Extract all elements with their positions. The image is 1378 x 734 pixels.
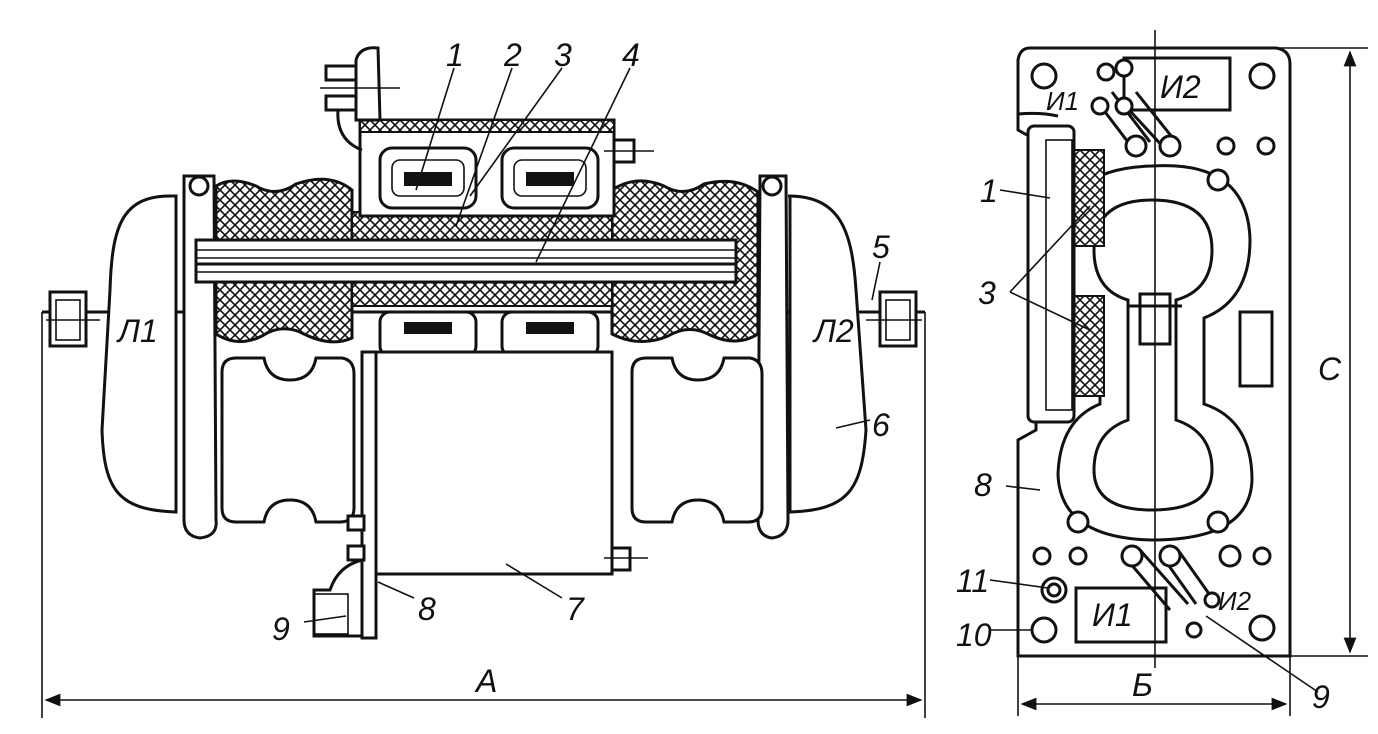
- front-label-7: 7: [566, 591, 585, 627]
- left-flange: [182, 174, 218, 540]
- right-end-cap: [787, 194, 868, 514]
- primary-bus-bar: [194, 238, 738, 284]
- side-label-3: 3: [978, 275, 996, 311]
- right-flange-bolt: [761, 175, 783, 197]
- dimension-b-label: Б: [1132, 667, 1153, 703]
- terminal-label-l2: Л2: [812, 313, 854, 349]
- front-label-6: 6: [872, 407, 890, 443]
- front-label-2: 2: [503, 37, 522, 73]
- front-label-3: 3: [554, 37, 572, 73]
- top-terminal-bracket: [354, 46, 382, 122]
- mounting-plate: [360, 350, 378, 640]
- front-view: А 1 2 3 4 5 6 7 8 9 Л1 Л2: [41, 37, 926, 718]
- bottom-terminal-plate: [1074, 586, 1168, 644]
- side-cover: [1026, 124, 1076, 424]
- secondary-terminal-box: [374, 350, 614, 576]
- front-label-5: 5: [872, 229, 890, 265]
- terminal-bolt-left: [46, 290, 100, 348]
- terminal-label-bottom-i1: И1: [1092, 597, 1133, 633]
- side-label-8: 8: [974, 467, 992, 503]
- side-tag-plate: [1238, 310, 1274, 388]
- front-label-9: 9: [272, 611, 290, 647]
- front-label-1: 1: [446, 37, 464, 73]
- side-view: Б С 1 3 8 11 10 9 И1 И2 И1 И2: [956, 30, 1368, 716]
- terminal-label-bottom-i2: И2: [1218, 586, 1252, 616]
- lower-left-insulator: [220, 356, 356, 524]
- side-bolts: [1030, 58, 1276, 644]
- terminal-bolt-right: [866, 290, 922, 348]
- side-label-11: 11: [956, 563, 989, 599]
- terminal-label-top-i1: И1: [1046, 86, 1079, 116]
- lower-right-insulator: [630, 356, 764, 524]
- nameplate-bracket: [312, 558, 364, 638]
- terminal-label-top-i2: И2: [1160, 69, 1201, 105]
- right-flange: [756, 174, 790, 540]
- side-label-1: 1: [980, 173, 998, 209]
- side-label-10: 10: [956, 617, 992, 653]
- terminal-label-l1: Л1: [116, 313, 158, 349]
- front-label-8: 8: [418, 591, 436, 627]
- side-label-9: 9: [1312, 679, 1330, 715]
- dimension-a-label: А: [474, 663, 497, 699]
- side-winding-upper: [1073, 149, 1105, 247]
- side-winding-lower: [1073, 295, 1105, 397]
- left-end-cap: [100, 194, 178, 514]
- left-flange-bolt: [188, 175, 210, 197]
- front-label-4: 4: [622, 37, 640, 73]
- dimension-c-label: С: [1318, 351, 1342, 387]
